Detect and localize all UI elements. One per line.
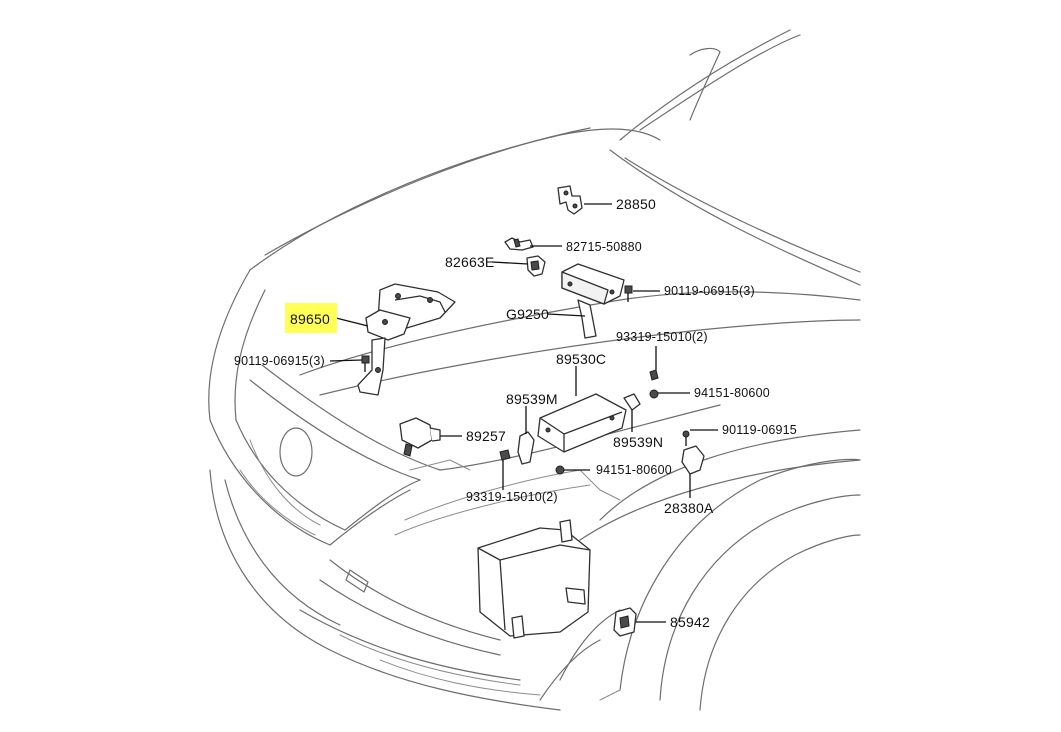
part-82715-icon <box>504 237 534 251</box>
part-94151-nut-icon <box>555 389 659 475</box>
label-93319-15010-2-top[interactable]: 93319-15010(2) <box>616 330 708 344</box>
part-89650-icon <box>357 283 456 396</box>
part-89257-icon <box>399 417 441 457</box>
label-g9250[interactable]: G9250 <box>506 306 549 322</box>
label-85942[interactable]: 85942 <box>670 614 710 630</box>
label-89257[interactable]: 89257 <box>466 428 506 444</box>
label-82715-50880[interactable]: 82715-50880 <box>566 240 642 254</box>
leader-lines <box>329 203 718 623</box>
part-90119-bolt-left-icon <box>361 355 370 372</box>
part-28850-icon <box>557 185 583 215</box>
label-89539n[interactable]: 89539N <box>613 434 663 450</box>
part-90119-bolt-icon <box>624 285 633 302</box>
part-89539m-icon <box>517 431 535 465</box>
label-89539m[interactable]: 89539M <box>506 391 558 407</box>
label-94151-80600-bottom[interactable]: 94151-80600 <box>596 463 672 477</box>
label-90119-06915-3-right[interactable]: 90119-06915(3) <box>664 284 755 298</box>
part-93319-bolt-icon <box>499 369 659 461</box>
label-90119-06915-3-left[interactable]: 90119-06915(3) <box>234 354 325 368</box>
part-g9250-icon <box>561 263 625 339</box>
label-94151-80600-top[interactable]: 94151-80600 <box>694 386 770 400</box>
part-28380a-icon <box>681 430 705 475</box>
label-90119-06915[interactable]: 90119-06915 <box>722 423 797 437</box>
label-28850[interactable]: 28850 <box>616 196 656 212</box>
vehicle-outline <box>208 29 861 711</box>
label-93319-15010-2-bottom[interactable]: 93319-15010(2) <box>466 490 558 504</box>
part-labels: 28850 82715-50880 82663E 90119-06915(3) … <box>234 196 797 630</box>
label-28380a[interactable]: 28380A <box>664 500 714 516</box>
label-89650[interactable]: 89650 <box>290 311 330 327</box>
highlight-89650 <box>285 303 337 333</box>
label-82663e[interactable]: 82663E <box>445 254 494 270</box>
label-89530c[interactable]: 89530C <box>556 351 606 367</box>
part-89539n-icon <box>623 393 641 411</box>
washer-tank-icon <box>477 519 591 639</box>
part-89530c-icon <box>537 393 627 453</box>
part-82663e-icon <box>526 255 546 277</box>
part-85942-icon <box>613 607 637 637</box>
